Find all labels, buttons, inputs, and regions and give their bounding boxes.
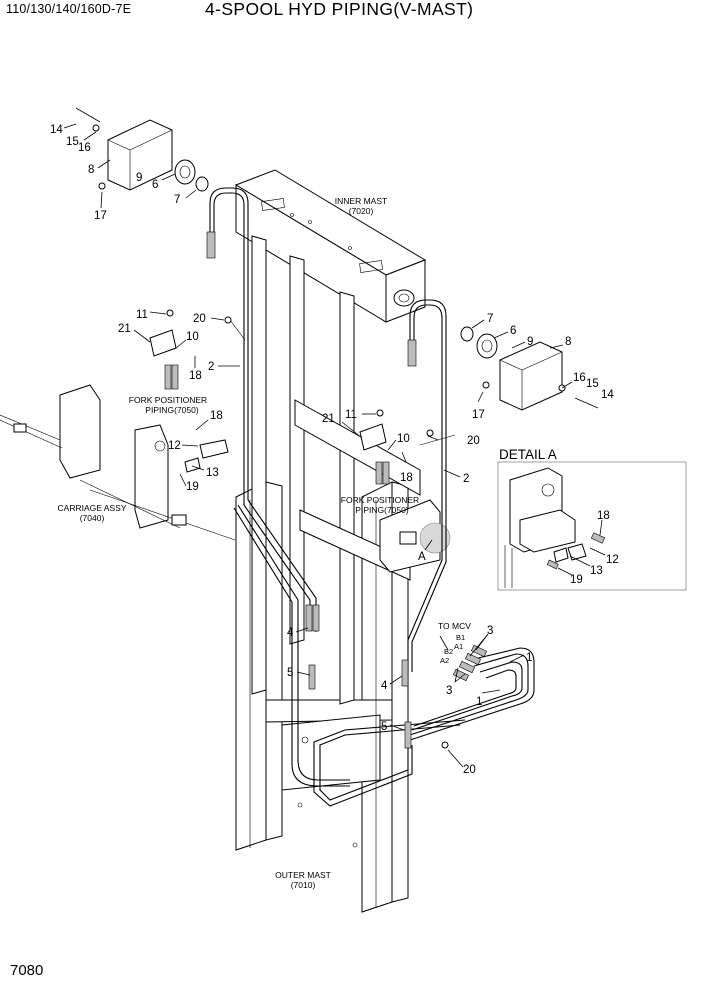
callout-3: 3 [446,685,452,697]
callout-20: 20 [463,764,476,776]
page-number: 7080 [10,962,44,979]
callout-17: 17 [94,210,107,222]
callout-15: 15 [586,378,599,390]
detail-a-title: DETAIL A [499,447,557,462]
callout-2: 2 [208,361,214,373]
outer-mast-code: (7010) [291,880,316,890]
small-hardware [149,309,587,749]
callout-10: 10 [186,331,199,343]
pulley-bracket-left [75,107,209,192]
callout-7: 7 [174,194,180,206]
callout-15: 15 [66,136,79,148]
model-number: 110/130/140/160D-7E [6,2,132,16]
callout-8: 8 [565,336,571,348]
hose-fittings [164,231,488,749]
callout-19: 19 [186,481,199,493]
assembly-captions: INNER MAST (7020) FORK POSITIONER PIPING… [58,196,557,890]
port-b2: B2 [444,647,453,656]
callout-numbers: 14 15 16 8 9 6 7 17 11 20 21 10 18 2 18 … [50,124,619,776]
callout-1: 1 [526,652,532,664]
outer-mast [235,481,409,913]
port-a2: A2 [440,656,449,665]
callout-18: 18 [400,472,413,484]
callout-12: 12 [606,554,619,566]
callout-4: 4 [381,680,388,692]
callout-3: 3 [487,625,493,637]
fork-positioner-right-line1: FORK POSITIONER [341,495,419,505]
callout-6: 6 [152,179,158,191]
fork-positioner-right-line2: PIPING(7050) [355,505,409,515]
callout-8: 8 [88,164,94,176]
callout-20: 20 [193,313,206,325]
callout-21: 21 [322,413,335,425]
callout-16: 16 [573,372,586,384]
detail-a-box [497,461,687,591]
callout-7: 7 [487,313,493,325]
callout-21: 21 [118,323,131,335]
callout-11: 11 [345,409,357,421]
callout-17: 17 [472,409,485,421]
callout-14: 14 [50,124,63,136]
port-a1: A1 [454,642,463,651]
callout-12: 12 [168,440,181,452]
callout-18: 18 [189,370,202,382]
callout-13: 13 [590,565,603,577]
page-title: 4-SPOOL HYD PIPING(V-MAST) [205,0,474,19]
carriage-code: (7040) [80,513,105,523]
inner-mast-label: INNER MAST [335,196,387,206]
inner-mast-code: (7020) [349,206,374,216]
carriage-label: CARRIAGE ASSY [58,503,127,513]
callout-10: 10 [397,433,410,445]
hose-routing [209,187,535,807]
callout-1: 1 [476,696,482,708]
callout-13: 13 [206,467,219,479]
callout-19: 19 [570,574,583,586]
callout-6: 6 [510,325,516,337]
callout-14: 14 [601,389,614,401]
port-b1: B1 [456,633,465,642]
fork-positioner-left-line1: FORK POSITIONER [129,395,207,405]
callout-11: 11 [136,309,148,321]
callout-18: 18 [210,410,223,422]
fork-positioner-left-line2: PIPING(7050) [145,405,199,415]
callout-5: 5 [287,667,293,679]
to-mcv-label: TO MCV [438,621,471,631]
pulley-bracket-right [460,326,599,411]
leader-lines [63,123,606,768]
callout-9: 9 [136,172,142,184]
callout-4: 4 [287,627,294,639]
callout-18: 18 [597,510,610,522]
outer-mast-label: OUTER MAST [275,870,331,880]
callout-2: 2 [463,473,469,485]
callout-5: 5 [381,721,387,733]
carriage-assy [0,384,236,541]
callout-20: 20 [467,435,480,447]
callout-16: 16 [78,142,91,154]
detail-a-marker: A [418,551,426,563]
callout-9: 9 [527,336,533,348]
